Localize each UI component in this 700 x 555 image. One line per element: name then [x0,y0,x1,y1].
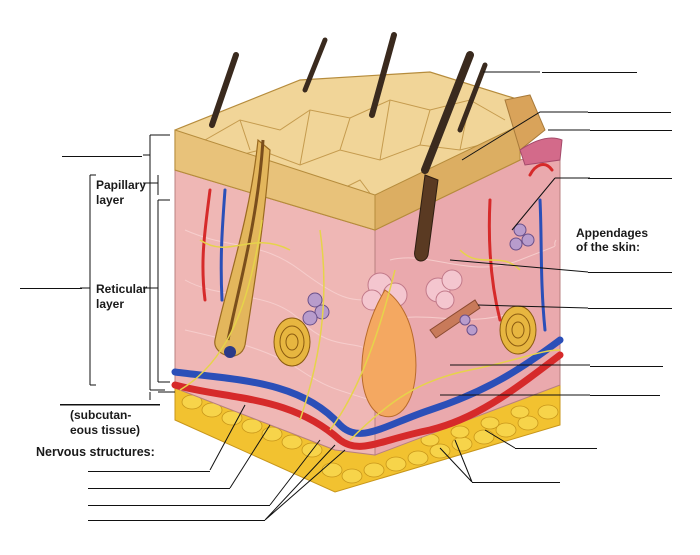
answer-blank-nervous-4 [88,520,265,521]
label-appendages-line1: Appendages [576,226,648,240]
answer-blank-dermis [20,288,82,289]
answer-blank-subcutaneous [60,404,160,405]
answer-blank-appendage-3 [590,366,663,367]
answer-blank-4 [588,178,672,179]
label-subcutaneous-line2: eous tissue) [70,423,140,437]
label-papillary-line2: layer [96,193,124,207]
answer-blank-epidermis [62,156,142,157]
label-subcutaneous-line1: (subcutan- [70,408,131,422]
answer-blank-nervous-2 [88,488,230,489]
answer-blank-nervous-1 [88,471,210,472]
answer-blank-appendage-4 [590,395,660,396]
label-nervous-structures: Nervous structures: [36,445,155,459]
answer-blank-appendage-2 [588,308,672,309]
answer-blank-3 [590,130,672,131]
label-reticular-line2: layer [96,297,124,311]
label-appendages-line2: of the skin: [576,240,640,254]
label-reticular-line1: Reticular [96,282,147,296]
layer-brackets [90,135,175,400]
answer-blank-nervous-3 [88,505,270,506]
answer-blank-appendage-1 [588,272,672,273]
label-papillary-line1: Papillary [96,178,146,192]
answer-blank-5 [515,448,597,449]
answer-blank-6 [472,482,560,483]
answer-blank-1 [542,72,637,73]
answer-blank-2 [588,112,671,113]
